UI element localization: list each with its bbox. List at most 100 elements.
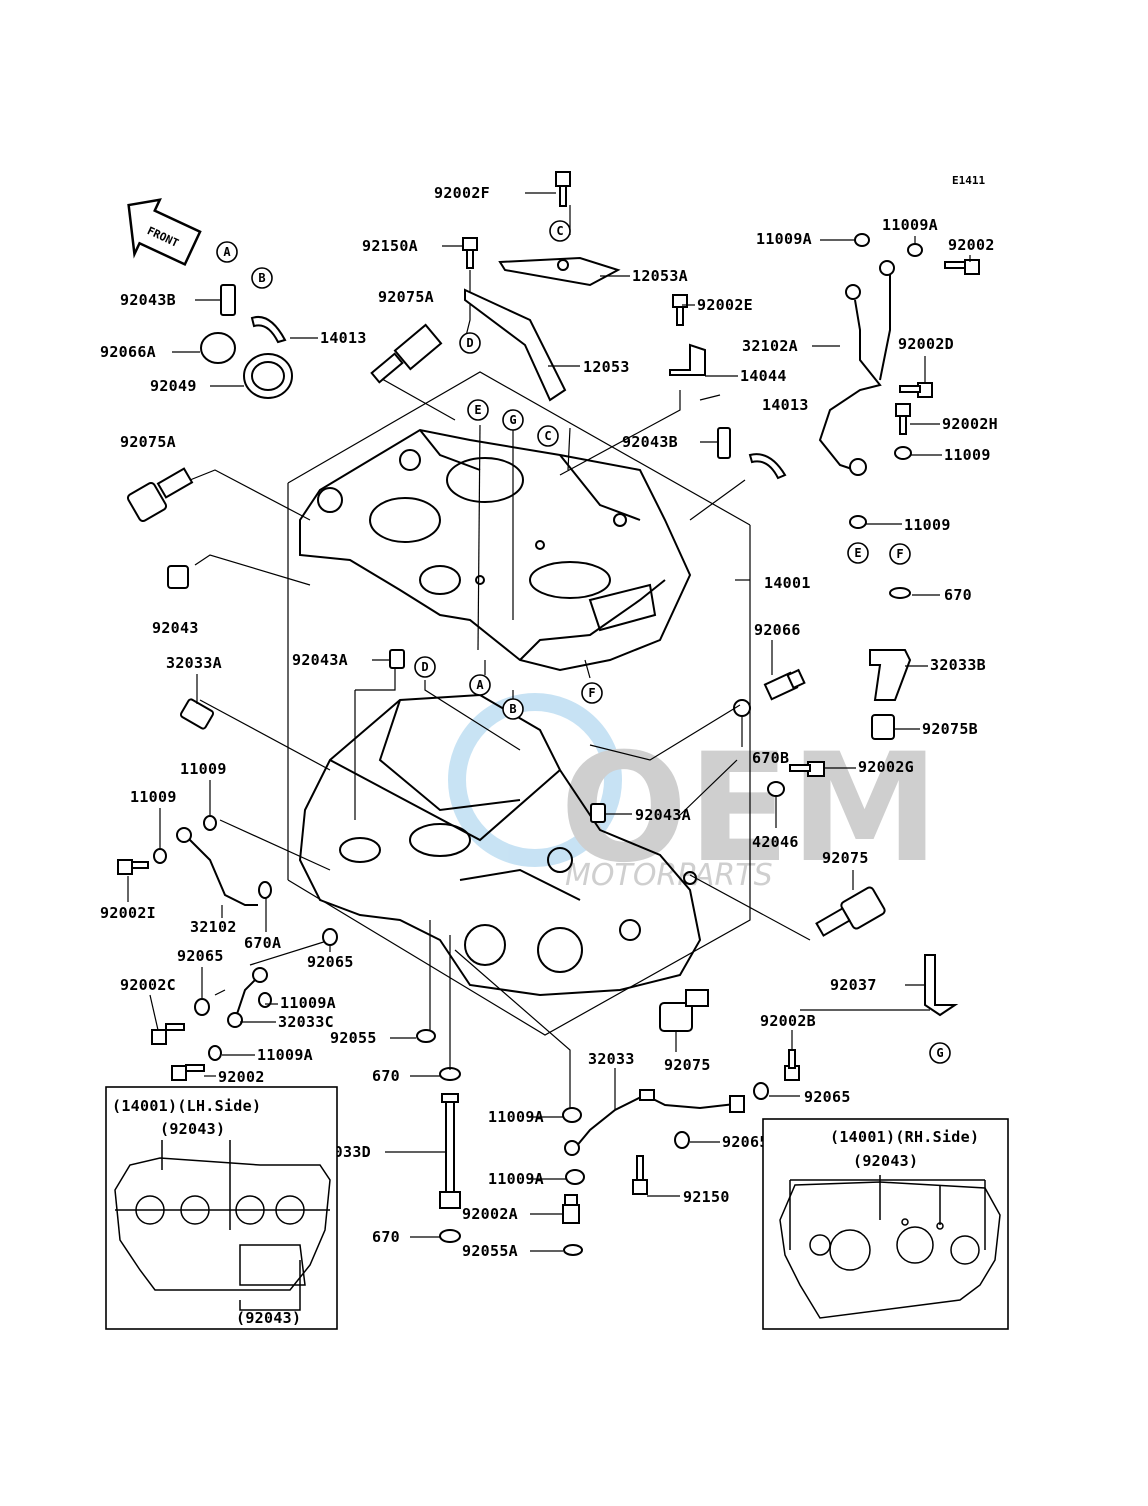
circle-letter: D xyxy=(421,660,428,674)
part-label: 92075 xyxy=(822,849,869,867)
leader-lines xyxy=(189,205,930,1110)
part-label: 92066 xyxy=(754,621,801,639)
bolt-92002d-icon xyxy=(899,382,933,398)
bearing-14013-icon xyxy=(250,316,287,344)
circle-letter: G xyxy=(509,413,516,427)
part-label: 32033 xyxy=(588,1050,635,1068)
part-label: 670 xyxy=(372,1228,400,1246)
clamp-92037-icon xyxy=(924,954,959,1017)
collar-92075b-icon xyxy=(871,714,895,740)
cap-92066a-icon xyxy=(200,332,236,364)
lower-crankcase xyxy=(298,693,702,997)
diagram-code: E1411 xyxy=(952,174,985,187)
part-label: 32033C xyxy=(278,1013,334,1031)
part-label: 12053 xyxy=(583,358,630,376)
part-label: 11009A xyxy=(488,1170,544,1188)
part-label: 32102 xyxy=(190,918,237,936)
inset-rh-title: (14001)(RH.Side) xyxy=(830,1128,979,1146)
circle-letter: B xyxy=(258,271,265,285)
part-label: 92065 xyxy=(722,1133,769,1151)
bracket-12053a-icon xyxy=(498,256,621,287)
seal-92049-icon xyxy=(243,353,293,399)
part-label: 32102A xyxy=(742,337,798,355)
hose-32033b-icon xyxy=(869,649,912,701)
circle-letter: C xyxy=(544,429,551,443)
part-label: 92055 xyxy=(330,1029,377,1047)
part-label: 11009A xyxy=(882,216,938,234)
washer-92065-d-icon xyxy=(674,1131,690,1149)
part-label: 42046 xyxy=(752,833,799,851)
part-label: 11009 xyxy=(944,446,991,464)
washer-11009a-e-icon xyxy=(562,1107,582,1123)
bolt-92002b-icon xyxy=(784,1049,800,1081)
small-parts xyxy=(117,171,980,1256)
bolt-92150-icon xyxy=(632,1155,648,1195)
part-label: 92075A xyxy=(378,288,434,306)
part-label: 92002F xyxy=(434,184,490,202)
bolt-92002h-icon xyxy=(895,403,911,435)
circle-letter: A xyxy=(476,678,484,692)
part-label: 92055A xyxy=(462,1242,518,1260)
part-label: 92150 xyxy=(683,1188,730,1206)
part-label: 92002I xyxy=(100,904,156,922)
part-label: 32033B xyxy=(930,656,986,674)
part-label: 92043A xyxy=(635,806,691,824)
inset-lh-title: (14001)(LH.Side) xyxy=(112,1097,261,1115)
circle-letter-texts: A B C D E G C E F A B F D G xyxy=(223,224,943,1060)
circle-letter: G xyxy=(936,1046,943,1060)
shaft-92075-r-icon xyxy=(815,886,886,937)
part-label: 92037 xyxy=(830,976,877,994)
inset-rh-label-top: (92043) xyxy=(853,1152,918,1170)
part-label: 11009A xyxy=(756,230,812,248)
pin-92043a-top-icon xyxy=(389,649,405,669)
label-leaders xyxy=(127,192,971,1252)
part-label: 92150A xyxy=(362,237,418,255)
pipe-32033c-icon xyxy=(227,967,268,1028)
part-label: 92075B xyxy=(922,720,978,738)
front-arrow-icon: FRONT xyxy=(127,198,202,267)
part-label: 11009 xyxy=(180,760,227,778)
circle-letter: E xyxy=(854,546,861,560)
part-label: 92065 xyxy=(177,947,224,965)
part-label: 92002H xyxy=(942,415,998,433)
part-label: 670 xyxy=(944,586,972,604)
bolt-92002g-icon xyxy=(789,761,825,777)
part-label: 92065 xyxy=(804,1088,851,1106)
part-label: 92002E xyxy=(697,296,753,314)
washer-92065-c-icon xyxy=(753,1082,769,1100)
oring-92055a-icon xyxy=(563,1244,583,1256)
washer-11009a-icon xyxy=(854,233,870,247)
part-label: 670B xyxy=(752,749,789,767)
part-label: 11009A xyxy=(257,1046,313,1064)
oil-pipe-32102a-icon xyxy=(818,260,895,476)
fitting-92002a-icon xyxy=(562,1194,580,1224)
washer-11009a-d-icon xyxy=(208,1045,222,1061)
plug-92066-icon xyxy=(763,668,806,701)
inset-lh-label-bottom: (92043) xyxy=(236,1309,301,1327)
part-label: 32033A xyxy=(166,654,222,672)
pipe-32033-icon xyxy=(564,1089,745,1156)
part-label: 92075A xyxy=(120,433,176,451)
washer-11009-l1-icon xyxy=(203,815,217,831)
plug-32033a-icon xyxy=(179,698,215,730)
part-label: 92002D xyxy=(898,335,954,353)
part-label: 14013 xyxy=(320,329,367,347)
part-label: 14044 xyxy=(740,367,787,385)
pipe-32033d-icon xyxy=(439,1093,461,1209)
bearing-14013-mid-icon xyxy=(748,453,787,480)
shaft-92075a-icon xyxy=(370,323,443,384)
shaft-92075a-left-icon xyxy=(126,467,194,523)
upper-crankcase xyxy=(299,428,692,672)
washer-11009-r1-icon xyxy=(894,446,912,460)
oring-670-r-icon xyxy=(889,587,911,599)
circle-letter: D xyxy=(466,336,473,350)
part-label: 11009A xyxy=(488,1108,544,1126)
shaft-92075-c-icon xyxy=(659,989,709,1032)
washer-11009a-f-icon xyxy=(565,1169,585,1185)
washer-42046-icon xyxy=(767,781,785,797)
part-label: 92065 xyxy=(307,953,354,971)
part-label: 92002 xyxy=(218,1068,265,1086)
circle-letter: F xyxy=(588,686,595,700)
part-label: 14001 xyxy=(764,574,811,592)
